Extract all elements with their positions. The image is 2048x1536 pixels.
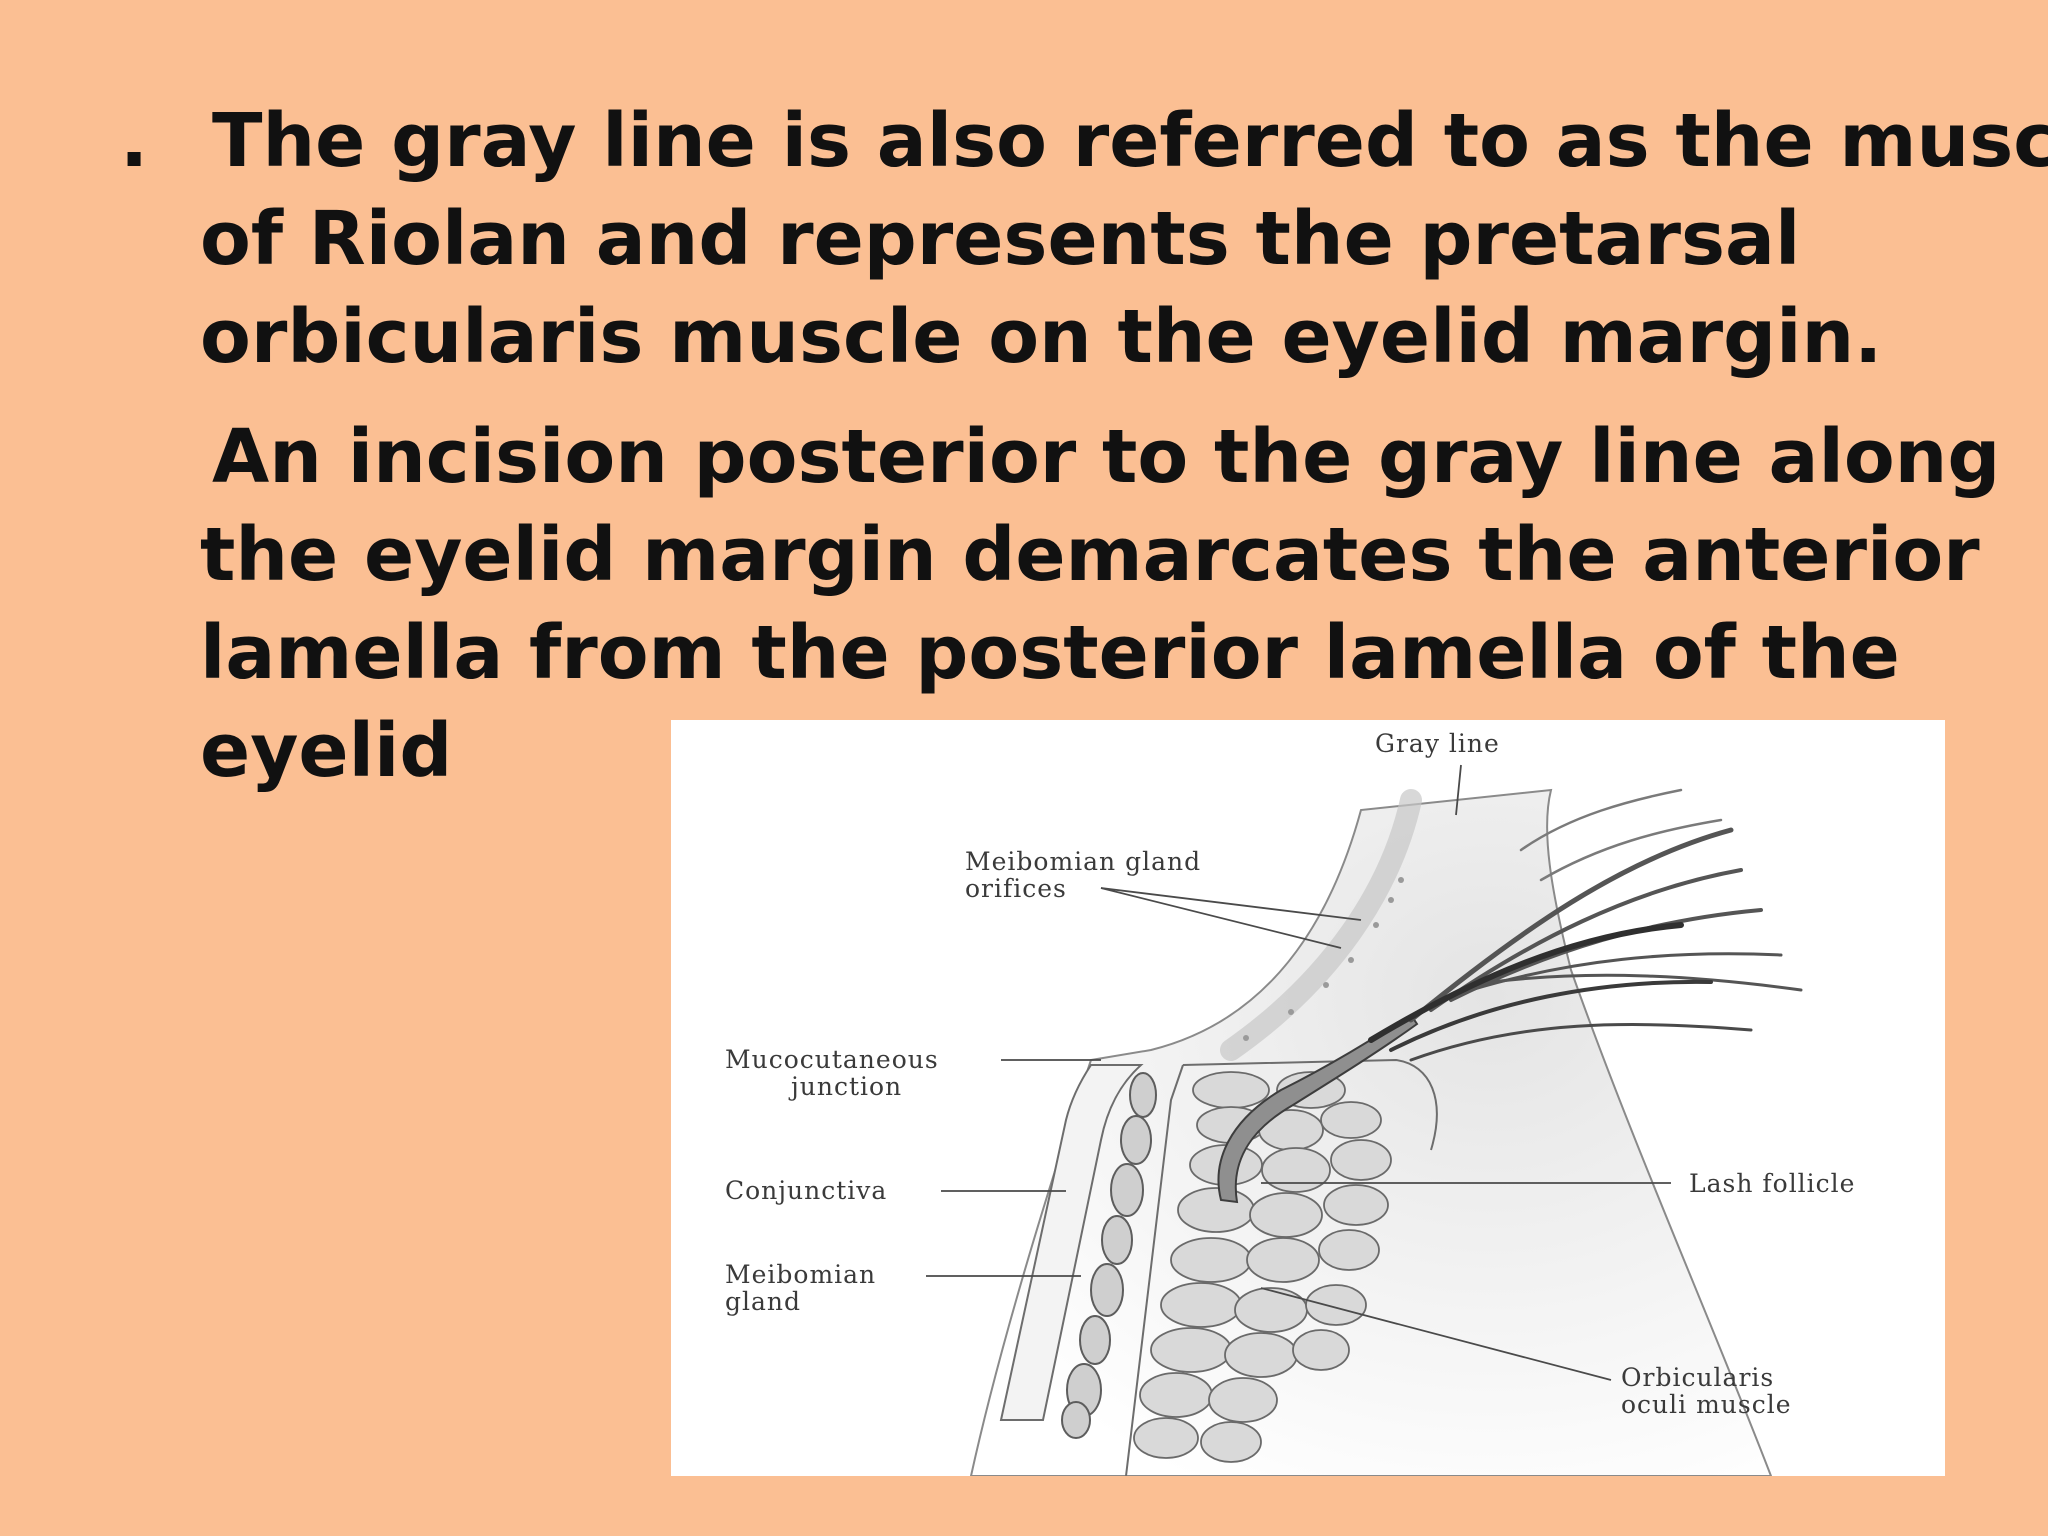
paragraph-incision: An incision posterior to the gray line a… (200, 408, 2001, 800)
conjunctiva-strip (999, 1064, 1144, 1421)
text-line: The gray line is also referred to as the… (212, 98, 2048, 184)
meibomian-orifice-dots (1243, 877, 1404, 1041)
label-meibomian-gland: Meibomian (725, 1260, 876, 1289)
bullet-marker: . (120, 98, 149, 184)
text-line: lamella from the posterior lamella of th… (200, 610, 1900, 696)
label-meibomian-gland-2: gland (725, 1287, 801, 1316)
gray-line-band (1220, 789, 1422, 1061)
text-line: eyelid (200, 708, 453, 794)
orbicularis-muscle-bundles (1133, 1071, 1392, 1463)
leader-lines (926, 764, 1671, 1381)
label-lash-follicle: Lash follicle (1689, 1169, 1855, 1198)
label-meibomian-orifices: Meibomian gland (965, 847, 1201, 876)
text-line: orbicularis muscle on the eyelid margin. (200, 294, 1883, 380)
text-line: An incision posterior to the gray line a… (212, 414, 2001, 500)
tarsal-plate-outline (1125, 1058, 1438, 1476)
slide-body-text: The gray line is also referred to as the… (200, 92, 2048, 800)
label-mucocutaneous-junction-2: junction (788, 1072, 902, 1101)
label-orbicularis-oculi-2: oculi muscle (1621, 1390, 1792, 1419)
text-line: the eyelid margin demarcates the anterio… (200, 512, 1980, 598)
label-mucocutaneous-junction: Mucocutaneous (725, 1045, 939, 1074)
eyelashes (1368, 788, 1803, 1062)
label-meibomian-orifices-2: orifices (965, 874, 1067, 903)
paragraph-gray-line: The gray line is also referred to as the… (200, 92, 2048, 386)
label-orbicularis-oculi: Orbicularis (1621, 1363, 1774, 1392)
text-line: of Riolan and represents the pretarsal (200, 196, 1801, 282)
eyelid-cross-section-diagram: Gray line Meibomian gland orifices Mucoc… (725, 729, 1855, 1476)
label-gray-line: Gray line (1375, 729, 1500, 758)
eyelid-anatomy-figure: Gray line Meibomian gland orifices Mucoc… (671, 720, 1945, 1476)
meibomian-gland-shape (1061, 1072, 1157, 1439)
label-conjunctiva: Conjunctiva (725, 1176, 887, 1205)
